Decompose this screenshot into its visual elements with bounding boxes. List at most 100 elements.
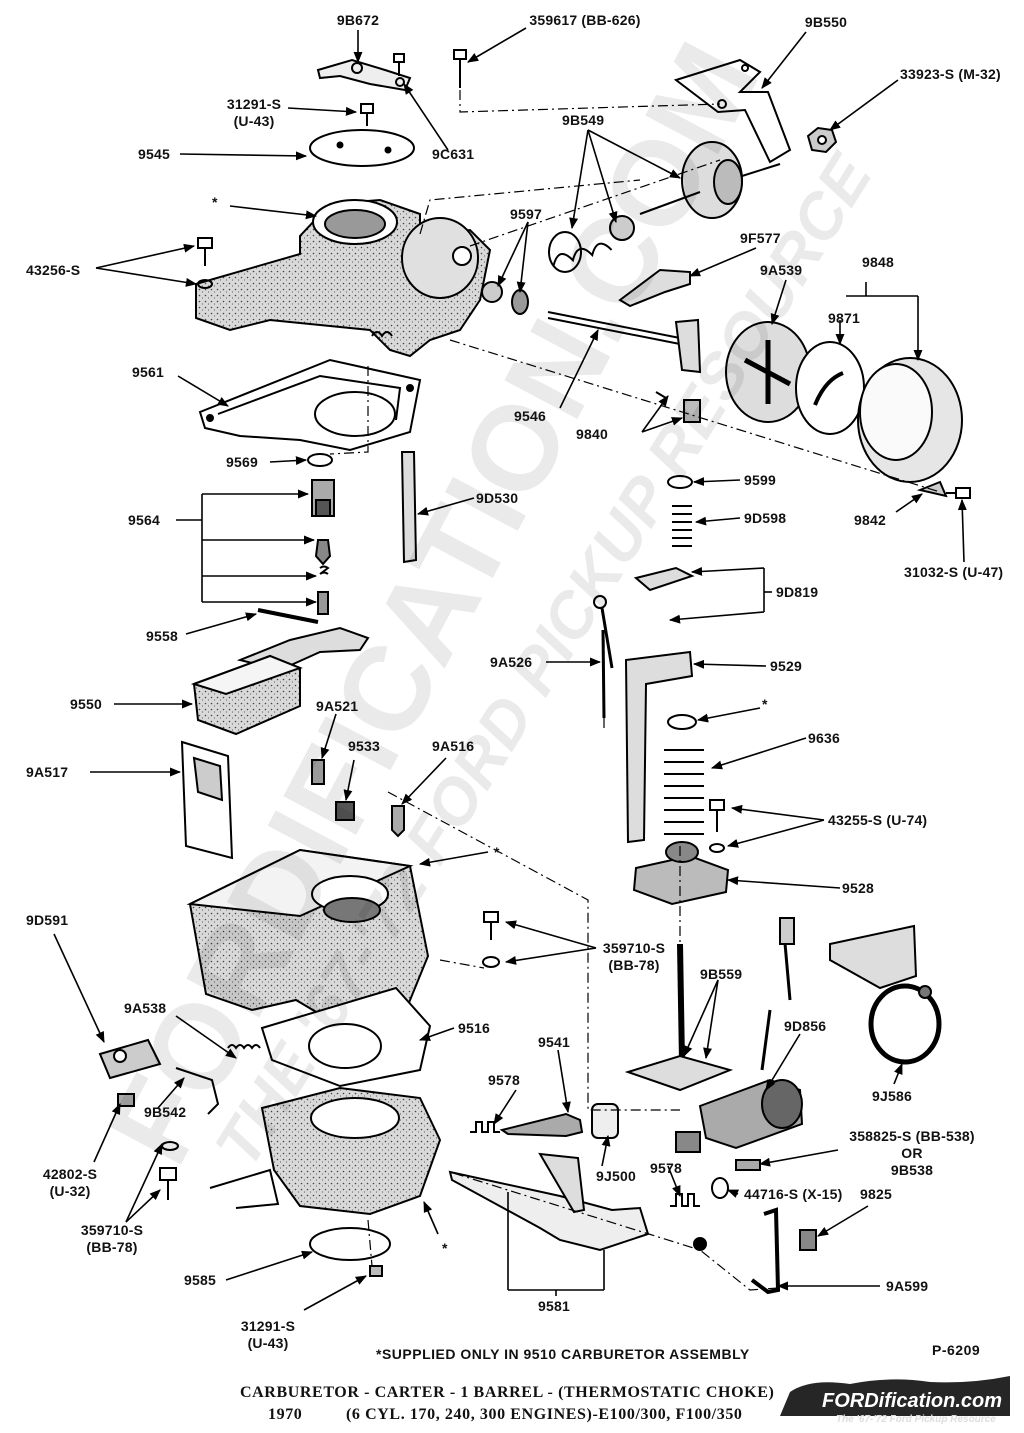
label-9871: 9871	[828, 310, 860, 326]
label-9842: 9842	[854, 512, 886, 528]
needle-seat-shape	[311, 479, 335, 517]
footnote: *SUPPLIED ONLY IN 9510 CARBURETOR ASSEMB…	[376, 1346, 750, 1362]
needle-seat-gasket-shape	[307, 453, 333, 467]
label-9569: 9569	[226, 454, 258, 470]
label-9d819: 9D819	[776, 584, 819, 600]
label-9j500: 9J500	[596, 1168, 636, 1184]
choke-lever-bracket-shape	[316, 58, 412, 92]
label-9541: 9541	[538, 1034, 570, 1050]
throttle-body-base-shape	[209, 1086, 442, 1216]
screw-31291-top-shape	[360, 103, 374, 126]
screw-43256-shape	[197, 237, 213, 289]
label-359710-low: 359710-S(BB-78)	[80, 1222, 144, 1255]
brand-splash-shape	[780, 1376, 1010, 1416]
label-9558: 9558	[146, 628, 178, 644]
throttle-plate-shape	[309, 1227, 391, 1261]
idle-nut-9j500-shape	[591, 1103, 619, 1139]
label-9825: 9825	[860, 1186, 892, 1202]
label-9533: 9533	[348, 738, 380, 754]
label-9546: 9546	[514, 408, 546, 424]
label-9b542: 9B542	[144, 1104, 187, 1120]
lever-9529-shape	[624, 650, 694, 844]
leader-lines	[53, 27, 967, 1311]
label-star-top: *	[212, 194, 218, 210]
pump-housing-shape	[632, 841, 730, 906]
label-star-mid: *	[762, 696, 768, 712]
caption-year: 1970	[268, 1406, 303, 1423]
label-9d856: 9D856	[784, 1018, 827, 1034]
label-9d598: 9D598	[744, 510, 787, 526]
caption-subtitle: (6 CYL. 170, 240, 300 ENGINES)-E100/300,…	[346, 1406, 743, 1423]
label-9a526: 9A526	[490, 654, 533, 670]
label-9d530: 9D530	[476, 490, 519, 506]
label-9f577: 9F577	[740, 230, 781, 246]
label-9840: 9840	[576, 426, 608, 442]
screw-359617-shape	[453, 49, 467, 88]
main-body-bowl-shape	[186, 848, 430, 1034]
label-star-body: *	[494, 844, 500, 860]
caption-title: CARBURETOR - CARTER - 1 BARREL - (THERMO…	[240, 1384, 775, 1401]
spring-9636-shape	[664, 749, 704, 835]
idle-screw-9541-shape	[499, 1112, 584, 1138]
float-pin-shape	[257, 608, 319, 624]
needle-shape	[314, 539, 332, 566]
float-shape	[190, 654, 303, 736]
label-9585: 9585	[184, 1272, 216, 1288]
alignment-lines	[329, 90, 941, 1291]
label-43256: 43256-S	[26, 262, 81, 278]
solenoid-shape	[675, 917, 804, 1153]
label-9b550: 9B550	[804, 14, 848, 30]
label-9581: 9581	[538, 1298, 570, 1314]
retainer-9599-shape	[667, 475, 693, 489]
float-baffle-shape	[180, 740, 234, 860]
label-44716: 44716-S (X-15)	[744, 1186, 843, 1202]
washer-44716-shape	[711, 1177, 729, 1199]
screw-359710-mid-shape	[482, 911, 500, 968]
label-31291-low: 31291-S(U-43)	[240, 1318, 296, 1351]
label-9529: 9529	[770, 658, 802, 674]
label-9578-b: 9578	[650, 1160, 682, 1176]
label-9a538: 9A538	[124, 1000, 167, 1016]
label-9a521: 9A521	[316, 698, 359, 714]
label-9b559: 9B559	[700, 966, 743, 982]
brand-logo-subtext: The '67-'72 Ford Pickup Resource	[836, 1414, 996, 1425]
choke-shaft-shape	[547, 311, 702, 374]
spring-9a538-shape	[227, 1044, 261, 1050]
screw-43255-shape	[709, 799, 725, 853]
baffle-9871-shape	[795, 341, 865, 435]
spring-9578-a-shape	[470, 1121, 500, 1133]
label-43255: 43255-S (U-74)	[828, 812, 928, 828]
fast-idle-lever-shape	[618, 268, 691, 308]
body-flange-gasket-shape	[260, 986, 432, 1088]
screw-359710-low-shape	[159, 1141, 179, 1200]
screw-31291-low-shape	[369, 1265, 383, 1277]
pump-jet-shape	[335, 801, 355, 821]
throttle-lever-shape	[448, 1152, 707, 1252]
pump-jet-screw-shape	[311, 759, 325, 785]
label-9550: 9550	[70, 696, 102, 712]
label-9d591: 9D591	[26, 912, 69, 928]
label-star-base: *	[442, 1240, 448, 1256]
label-9578-a: 9578	[488, 1072, 520, 1088]
label-31032: 31032-S (U-47)	[904, 564, 1004, 580]
plate-number: P-6209	[932, 1342, 981, 1358]
screw-9c631-shape	[393, 53, 405, 76]
rod-9a599-shape	[750, 1207, 781, 1295]
label-9516: 9516	[458, 1020, 490, 1036]
pump-diaphragm-shape	[624, 943, 734, 1092]
label-9636: 9636	[808, 730, 840, 746]
screw-42802-shape	[117, 1093, 135, 1107]
brand-logo-text: FORDification.com	[822, 1390, 1003, 1412]
label-9a539: 9A539	[760, 262, 803, 278]
label-9a517: 9A517	[26, 764, 69, 780]
label-9a516: 9A516	[432, 738, 475, 754]
label-9528: 9528	[842, 880, 874, 896]
label-9b549: 9B549	[562, 112, 605, 128]
air-horn-body-shape	[195, 198, 492, 358]
screw-358825-shape	[735, 1159, 761, 1171]
label-9848: 9848	[862, 254, 894, 270]
choke-cover-plate-shape	[309, 129, 415, 167]
label-359710-mid: 359710-S(BB-78)	[602, 940, 666, 973]
